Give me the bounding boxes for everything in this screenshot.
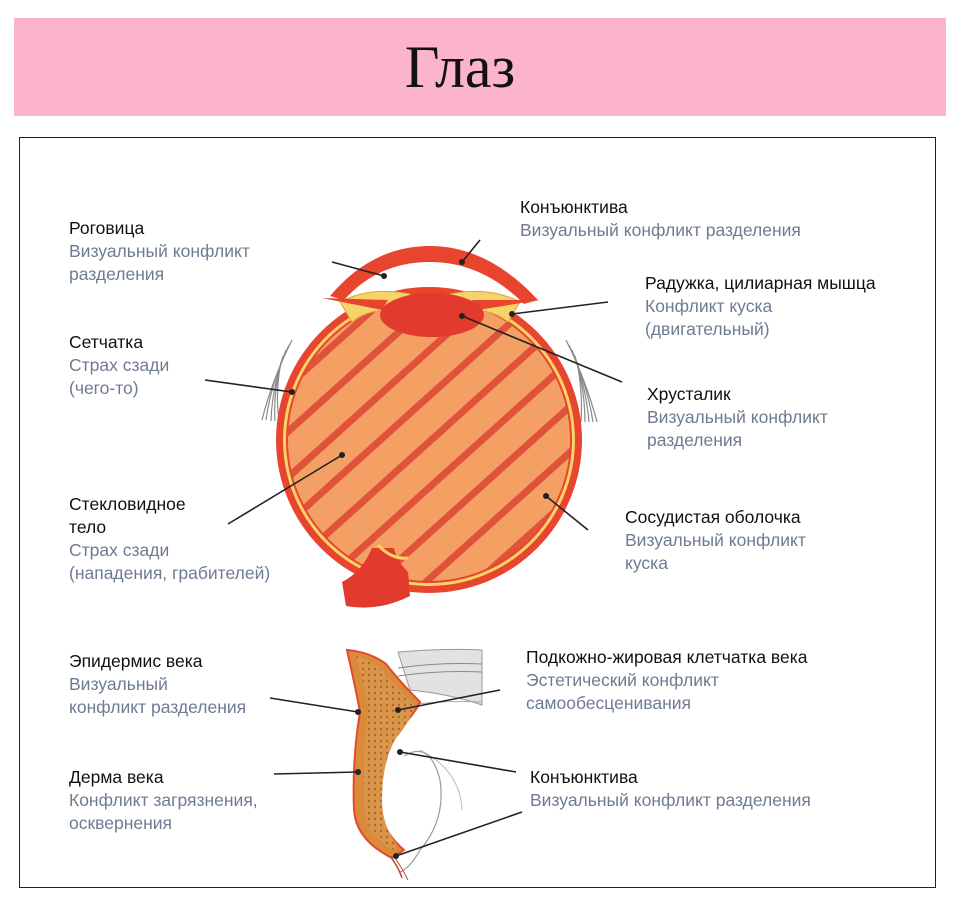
label-retina-name: Сетчатка <box>69 332 144 352</box>
label-subcutaneous-desc2: самообесценивания <box>526 693 692 713</box>
label-vitreous-desc2: (нападения, грабителей) <box>69 563 271 583</box>
label-choroid-name: Сосудистая оболочка <box>625 507 801 527</box>
leader-cornea <box>331 261 385 277</box>
label-eyelid-epidermis-desc2: конфликт разделения <box>69 697 247 717</box>
label-eyelid-dermis: Дерма века Конфликт загрязнения, оскверн… <box>69 766 258 835</box>
label-choroid-desc1: Визуальный конфликт <box>625 530 806 550</box>
label-retina-desc2: (чего-то) <box>69 378 139 398</box>
label-eyelid-epidermis: Эпидермис века Визуальный конфликт разде… <box>69 650 246 719</box>
label-cornea-desc1: Визуальный конфликт <box>69 241 250 261</box>
label-vitreous-name2: тело <box>69 517 107 537</box>
label-conjunctiva-top-name: Конъюнктива <box>520 197 628 217</box>
page-title: Глаз <box>404 33 516 100</box>
title-bar: Глаз <box>14 18 946 116</box>
label-lens: Хрусталик Визуальный конфликт разделения <box>647 383 828 452</box>
label-conjunctiva-bottom: Конъюнктива Визуальный конфликт разделен… <box>530 766 811 812</box>
lens <box>380 293 484 337</box>
label-lens-name: Хрусталик <box>647 384 731 404</box>
label-eyelid-epidermis-name: Эпидермис века <box>69 651 203 671</box>
label-eyelid-dermis-desc1: Конфликт загрязнения, <box>69 790 258 810</box>
leader-retina <box>204 379 293 393</box>
leader-eyelid-epidermis <box>269 697 359 713</box>
label-conjunctiva-top: Конъюнктива Визуальный конфликт разделен… <box>520 196 801 242</box>
label-lens-desc2: разделения <box>647 430 743 450</box>
label-iris-desc2: (двигательный) <box>645 319 770 339</box>
label-iris-desc1: Конфликт куска <box>645 296 773 316</box>
eyelid-section <box>345 648 483 881</box>
label-retina: Сетчатка Страх сзади (чего-то) <box>69 331 169 400</box>
label-choroid-desc2: куска <box>625 553 668 573</box>
label-cornea-desc2: разделения <box>69 264 165 284</box>
optic-nerve <box>342 548 410 608</box>
label-retina-desc1: Страх сзади <box>69 355 170 375</box>
label-lens-desc1: Визуальный конфликт <box>647 407 828 427</box>
vitreous-body <box>287 298 571 582</box>
label-cornea-name: Роговица <box>69 218 145 238</box>
label-subcutaneous-name: Подкожно-жировая клетчатка века <box>526 647 808 667</box>
leader-eyelid-dermis <box>273 771 359 775</box>
right-eyelash-fringe <box>565 339 598 423</box>
iris-left <box>322 298 388 310</box>
label-conjunctiva-bottom-name: Конъюнктива <box>530 767 638 787</box>
iris-right <box>472 300 540 310</box>
cornea <box>330 246 538 304</box>
label-subcutaneous: Подкожно-жировая клетчатка века Эстетиче… <box>526 646 808 715</box>
label-subcutaneous-desc1: Эстетический конфликт <box>526 670 719 690</box>
eyeball <box>261 246 598 608</box>
leader-subcutaneous <box>397 689 501 711</box>
leader-choroid <box>545 495 589 531</box>
label-eyelid-epidermis-desc1: Визуальный <box>69 674 168 694</box>
label-conjunctiva-top-desc1: Визуальный конфликт разделения <box>520 220 801 240</box>
label-vitreous-name1: Стекловидное <box>69 494 186 514</box>
subcutaneous-fat <box>356 656 414 850</box>
label-iris-name: Радужка, цилиарная мышца <box>645 273 876 293</box>
leader-vitreous <box>227 454 343 525</box>
label-conjunctiva-bottom-desc1: Визуальный конфликт разделения <box>530 790 811 810</box>
label-choroid: Сосудистая оболочка Визуальный конфликт … <box>625 506 806 575</box>
label-vitreous-desc1: Страх сзади <box>69 540 170 560</box>
label-iris: Радужка, цилиарная мышца Конфликт куска … <box>645 272 876 341</box>
leader-iris <box>511 301 609 315</box>
label-cornea: Роговица Визуальный конфликт разделения <box>69 217 250 286</box>
label-eyelid-dermis-desc2: осквернения <box>69 813 173 833</box>
label-eyelid-dermis-name: Дерма века <box>69 767 164 787</box>
leader-conjunctiva-bottom <box>399 751 517 773</box>
label-vitreous: Стекловидное тело Страх сзади (нападения… <box>69 493 270 585</box>
leader-lens <box>461 315 623 383</box>
leader-conjunctiva-bottom-2 <box>395 811 523 857</box>
leader-conjunctiva-top <box>461 239 481 263</box>
